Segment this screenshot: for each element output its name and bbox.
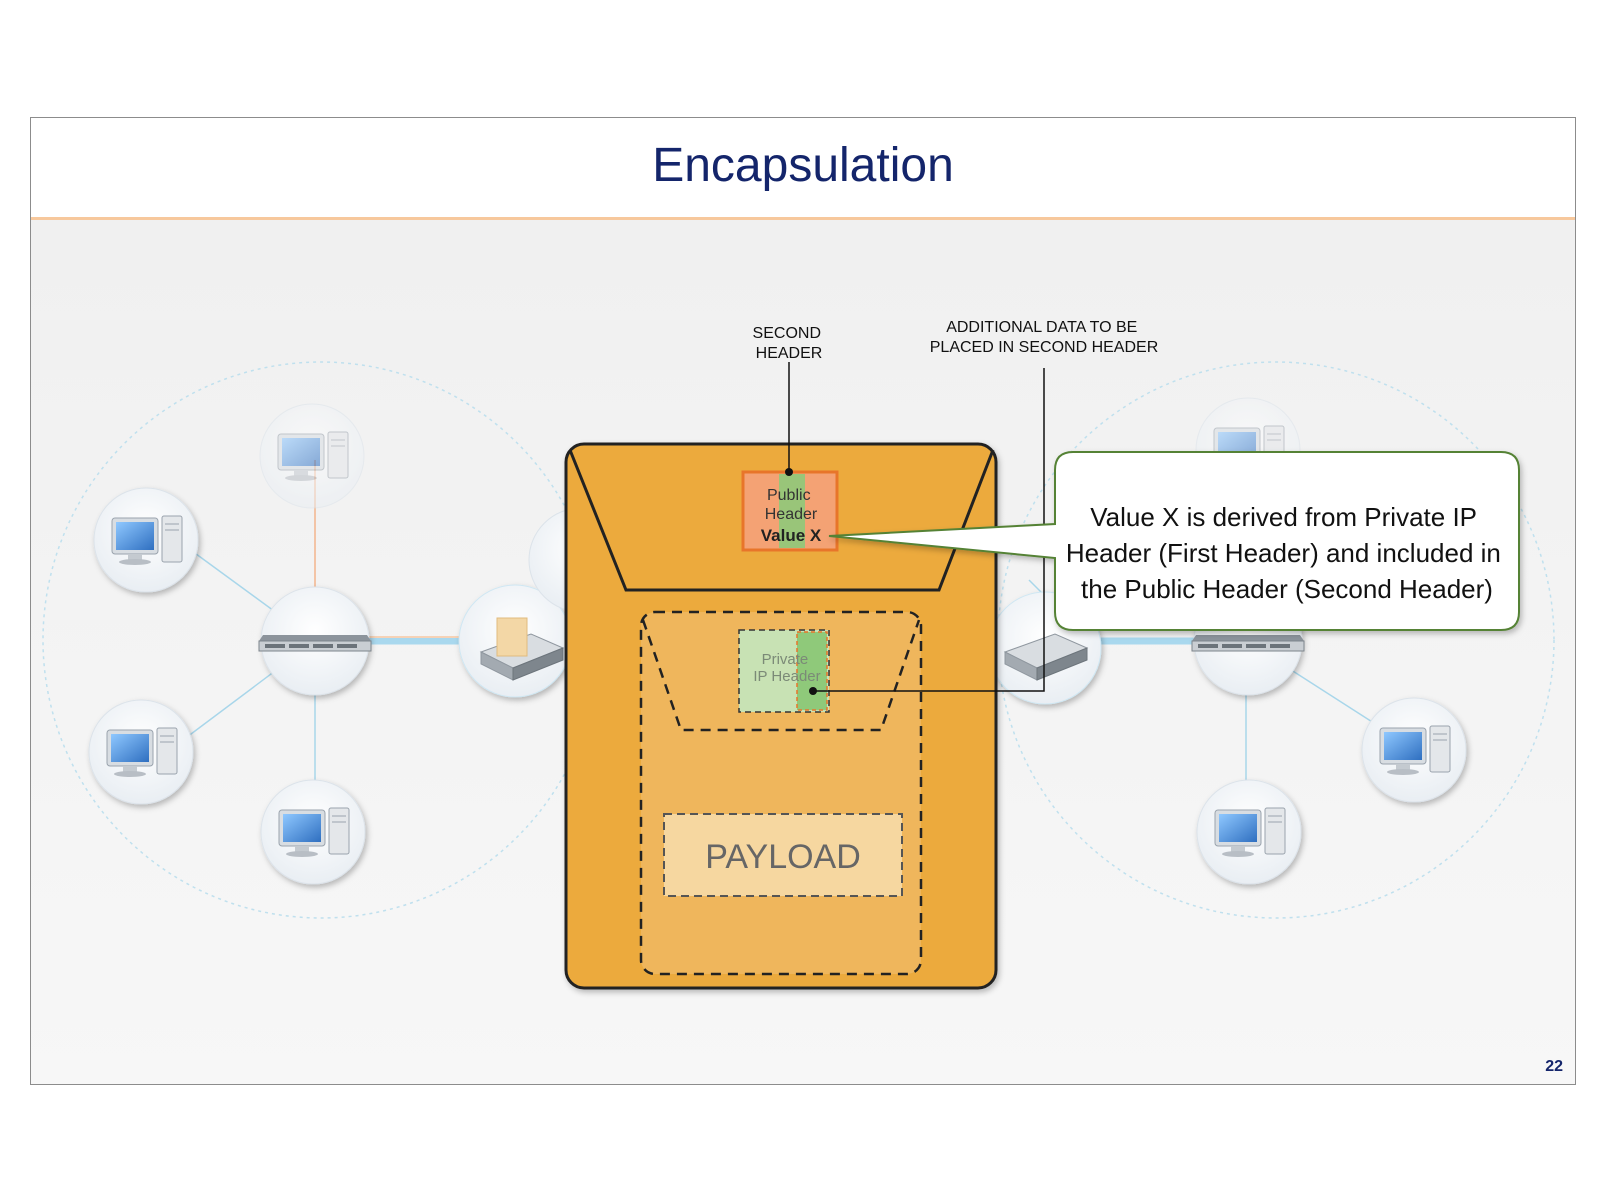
callout-text: Value X is derived from Private IP Heade… xyxy=(1066,502,1508,604)
value-x-label: Value X xyxy=(761,526,822,545)
slide-title: Encapsulation xyxy=(652,139,954,192)
slide: Encapsulation xyxy=(30,117,1576,1085)
page-number: 22 xyxy=(1545,1058,1563,1075)
right-computer-1 xyxy=(1361,697,1467,803)
right-computer-2 xyxy=(1196,779,1302,885)
encapsulation-diagram: Public Header Value X Private IP Header … xyxy=(42,319,1555,990)
left-computer-1 xyxy=(93,487,199,593)
left-switch xyxy=(258,586,372,696)
top-left-computer xyxy=(259,403,365,509)
payload-label: PAYLOAD xyxy=(705,838,861,876)
private-header-value-strip xyxy=(796,631,828,711)
inner-envelope-flap xyxy=(641,619,921,732)
public-header-value-strip xyxy=(779,474,805,548)
left-packet-icon xyxy=(496,617,528,657)
second-header-pointer-dot xyxy=(785,468,793,476)
left-server xyxy=(458,584,572,698)
additional-data-pointer-dot xyxy=(809,687,817,695)
second-header-label: SECOND HEADER xyxy=(753,325,826,362)
additional-data-pointer xyxy=(813,368,1045,692)
left-computer-2 xyxy=(88,699,194,805)
payload-box xyxy=(663,813,903,897)
public-header-label: Public Header xyxy=(765,487,818,523)
content-area: Public Header Value X Private IP Header … xyxy=(31,220,1575,1084)
envelope: Public Header Value X Private IP Header … xyxy=(564,442,998,990)
title-divider xyxy=(31,217,1575,220)
envelope-flap xyxy=(568,449,995,592)
private-header-label: Private IP Header xyxy=(753,651,820,685)
left-computer-3 xyxy=(260,779,366,885)
additional-data-label: ADDITIONAL DATA TO BE PLACED IN SECOND H… xyxy=(930,319,1159,356)
title-bar: Encapsulation xyxy=(31,118,1575,220)
right-network-outline xyxy=(997,361,1555,919)
callout-bubble xyxy=(828,451,1520,631)
value-x-callout: Value X is derived from Private IP Heade… xyxy=(828,451,1520,631)
